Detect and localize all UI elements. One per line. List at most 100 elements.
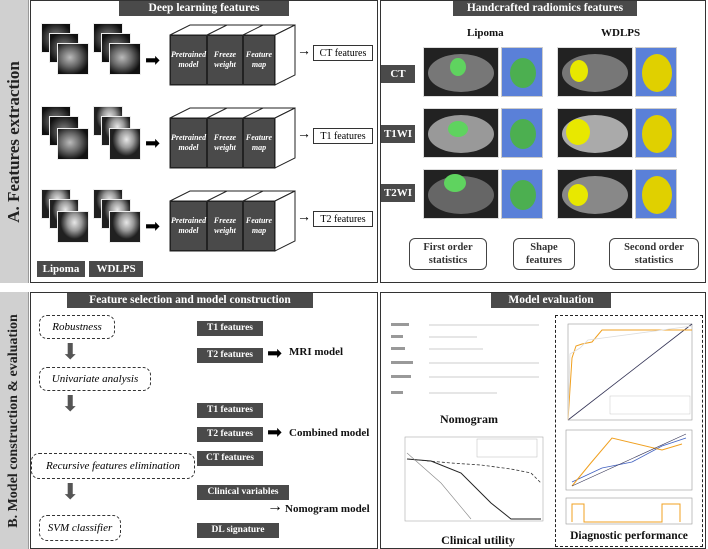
dl-row-t2: ➡ Pretrained model Freeze weight Feature… — [37, 189, 375, 264]
freeze-weight-block: Freeze weight — [207, 201, 243, 251]
feature-tag-t2-mri: T2 features — [197, 348, 263, 363]
row-label-ct: CT — [381, 65, 415, 83]
freeze-weight-label: Freeze weight — [213, 133, 237, 152]
down-arrow-icon: ⬇ — [61, 479, 80, 504]
col-header-lipoma: Lipoma — [467, 27, 504, 39]
stat-second-order-label: Second order statistics — [624, 242, 684, 266]
dl-output-ct: CT features — [313, 45, 373, 61]
label-wdlps: WDLPS — [89, 261, 143, 277]
arrow-icon: ➡ — [145, 50, 161, 70]
feature-tag-dl-signature: DL signature — [197, 523, 279, 538]
ct-lipoma-volume — [501, 47, 543, 97]
down-arrow-icon: ⬇ — [61, 339, 80, 364]
t2-wdlps-volume — [635, 169, 677, 219]
caption-nomogram: Nomogram — [433, 412, 505, 427]
diagnostic-performance-frame: Diagnostic performance — [555, 315, 703, 547]
scan-stack-wdlps-3 — [109, 43, 141, 75]
t2-lipoma-volume — [501, 169, 543, 219]
t1-lipoma-slice — [423, 108, 499, 158]
feature-map-label: Feature map — [245, 133, 273, 152]
arrow-icon: ➡ — [145, 133, 161, 153]
deep-learning-title: Deep learning features — [119, 1, 289, 16]
radiomics-panel: Handcrafted radiomics features Lipoma WD… — [380, 0, 706, 283]
arrow-icon: → — [297, 127, 311, 142]
pretrained-model-label: Pretrained model — [170, 50, 207, 69]
histogram-thumbnail — [565, 497, 693, 525]
model-evaluation-title: Model evaluation — [491, 293, 611, 308]
arrow-icon: ➡ — [267, 422, 283, 442]
step-svm: SVM classifier — [39, 515, 121, 541]
dl-row-t1: ➡ Pretrained model Freeze weight Feature… — [37, 106, 375, 181]
arrow-icon: → — [267, 498, 283, 515]
freeze-weight-block: Freeze weight — [207, 118, 243, 168]
feature-tag-clinical: Clinical variables — [197, 485, 289, 500]
feature-tag-ct-combined: CT features — [197, 451, 263, 466]
model-nomogram: Nomogram model — [285, 503, 370, 515]
col-header-wdlps: WDLPS — [601, 27, 641, 39]
freeze-weight-label: Freeze weight — [213, 216, 237, 235]
stat-first-order-label: First order statistics — [423, 242, 473, 266]
scan-stack-lipoma-3 — [57, 128, 89, 160]
radiomics-title: Handcrafted radiomics features — [453, 1, 637, 16]
roc-curve-thumbnail — [567, 323, 693, 421]
feature-tag-t1-combined: T1 features — [197, 403, 263, 418]
feature-map-label: Feature map — [245, 216, 273, 235]
arrow-icon: ➡ — [145, 216, 161, 236]
nomogram-thumbnail — [391, 323, 539, 394]
pretrained-model-block: Pretrained model — [170, 35, 207, 85]
ct-wdlps-slice — [557, 47, 633, 97]
arrow-icon: ➡ — [267, 343, 283, 363]
down-arrow-icon: ⬇ — [61, 391, 80, 416]
row-label-t1wi: T1WI — [381, 125, 415, 143]
ct-wdlps-volume — [635, 47, 677, 97]
step-robustness: Robustness — [39, 315, 115, 339]
stat-first-order: First order statistics — [409, 238, 487, 270]
feature-map-block: Feature map — [243, 118, 275, 168]
model-construction-title: Feature selection and model construction — [67, 293, 313, 308]
scan-stack-wdlps-3 — [109, 128, 141, 160]
feature-tag-t2-combined: T2 features — [197, 427, 263, 442]
step-robustness-label: Robustness — [52, 321, 102, 333]
stat-shape-label: Shape features — [526, 242, 562, 266]
ct-lipoma-slice — [423, 47, 499, 97]
t1-wdlps-volume — [635, 108, 677, 158]
dl-output-t2: T2 features — [313, 211, 373, 227]
t1-lipoma-volume — [501, 108, 543, 158]
deep-learning-panel: Deep learning features ➡ Pretrained mode… — [30, 0, 378, 283]
section-a-side-bar: A. Features extraction — [0, 0, 29, 283]
decision-curve-thumbnail — [404, 436, 544, 522]
feature-map-block: Feature map — [243, 35, 275, 85]
caption-clinical-utility: Clinical utility — [433, 533, 523, 548]
model-construction-panel: Feature selection and model construction… — [30, 292, 378, 549]
section-b-side-bar: B. Model construction & evaluation — [0, 292, 29, 549]
section-a-label: A. Features extraction — [4, 60, 23, 223]
arrow-icon: → — [297, 44, 311, 59]
arrow-icon: → — [297, 210, 311, 225]
freeze-weight-label: Freeze weight — [213, 50, 237, 69]
dl-row-ct: ➡ Pretrained model Freeze weight Feature… — [37, 23, 375, 98]
pretrained-model-block: Pretrained model — [170, 201, 207, 251]
feature-map-label: Feature map — [245, 50, 273, 69]
caption-diagnostic-performance: Diagnostic performance — [558, 530, 700, 542]
feature-tag-t1-mri: T1 features — [197, 321, 263, 336]
section-b-label: B. Model construction & evaluation — [6, 313, 21, 528]
stat-shape: Shape features — [513, 238, 575, 270]
step-svm-label: SVM classifier — [47, 522, 113, 534]
scan-stack-lipoma-3 — [57, 43, 89, 75]
t2-lipoma-slice — [423, 169, 499, 219]
pretrained-model-label: Pretrained model — [170, 133, 207, 152]
model-combined: Combined model — [289, 427, 370, 439]
pretrained-model-block: Pretrained model — [170, 118, 207, 168]
step-univariate: Univariate analysis — [39, 367, 151, 391]
model-evaluation-panel: Model evaluation Nomogram Clinical utili… — [380, 292, 706, 549]
freeze-weight-block: Freeze weight — [207, 35, 243, 85]
scan-stack-lipoma-3 — [57, 211, 89, 243]
label-lipoma: Lipoma — [37, 261, 85, 277]
feature-map-block: Feature map — [243, 201, 275, 251]
step-rfe: Recursive features elimination — [31, 453, 195, 479]
row-label-t2wi: T2WI — [381, 184, 415, 202]
step-univariate-label: Univariate analysis — [51, 373, 139, 385]
pretrained-model-label: Pretrained model — [170, 216, 207, 235]
dl-output-t1: T1 features — [313, 128, 373, 144]
stat-second-order: Second order statistics — [609, 238, 699, 270]
